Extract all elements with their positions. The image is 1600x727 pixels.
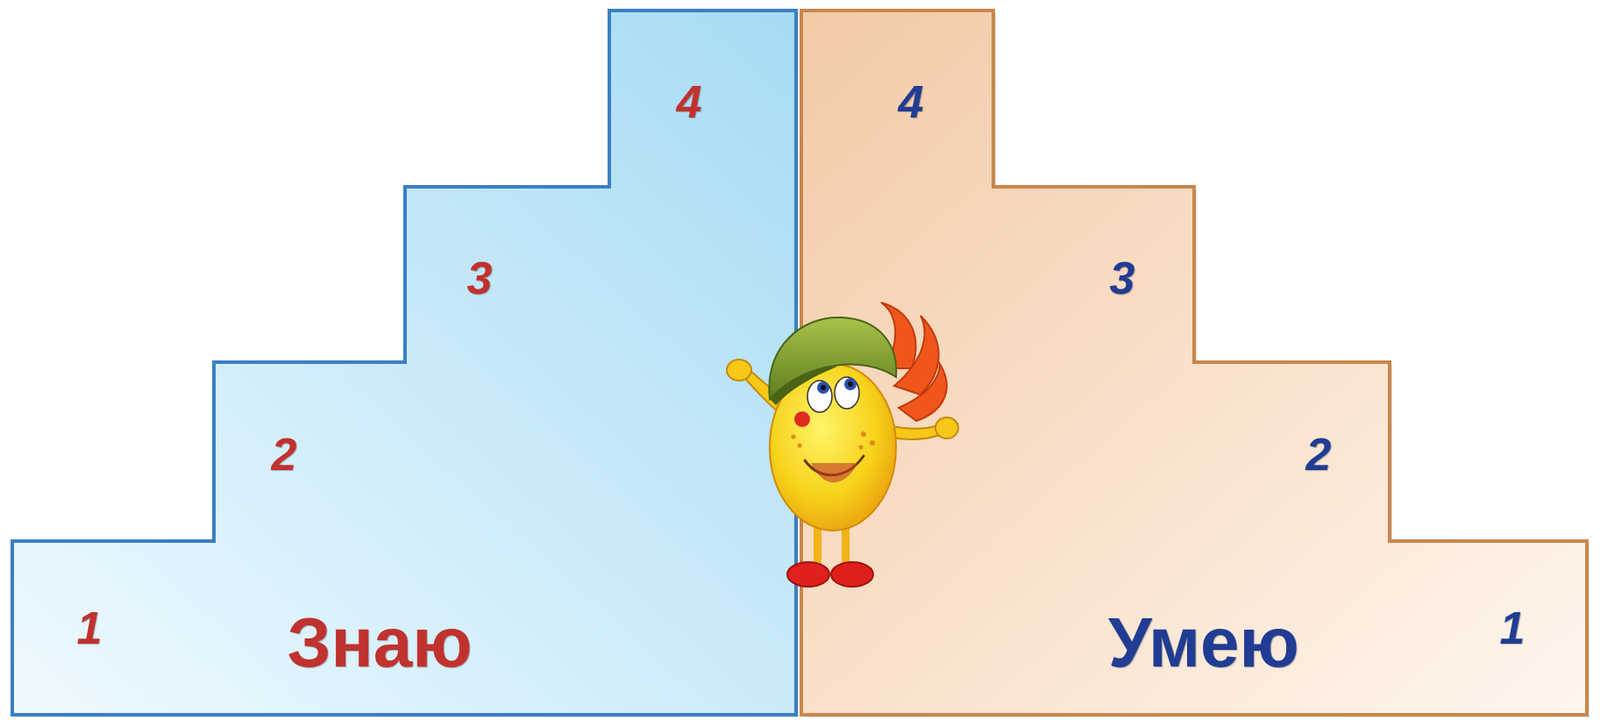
step-heading: Знаю — [286, 607, 472, 678]
step-number: 4 — [898, 78, 925, 125]
step-number: 2 — [271, 431, 298, 477]
staircase: 1 2 3 4Знаю — [12, 10, 797, 715]
step-number: 4 — [676, 78, 703, 125]
staircase: 4 3 2 1 Умею — [801, 10, 1587, 715]
step-number: 2 — [1306, 431, 1332, 477]
step-number: 3 — [1109, 255, 1136, 301]
step-number: 1 — [77, 604, 103, 651]
step-number: 1 — [1500, 604, 1526, 651]
step-heading: Умею — [1108, 607, 1300, 678]
step-number: 3 — [467, 255, 493, 301]
